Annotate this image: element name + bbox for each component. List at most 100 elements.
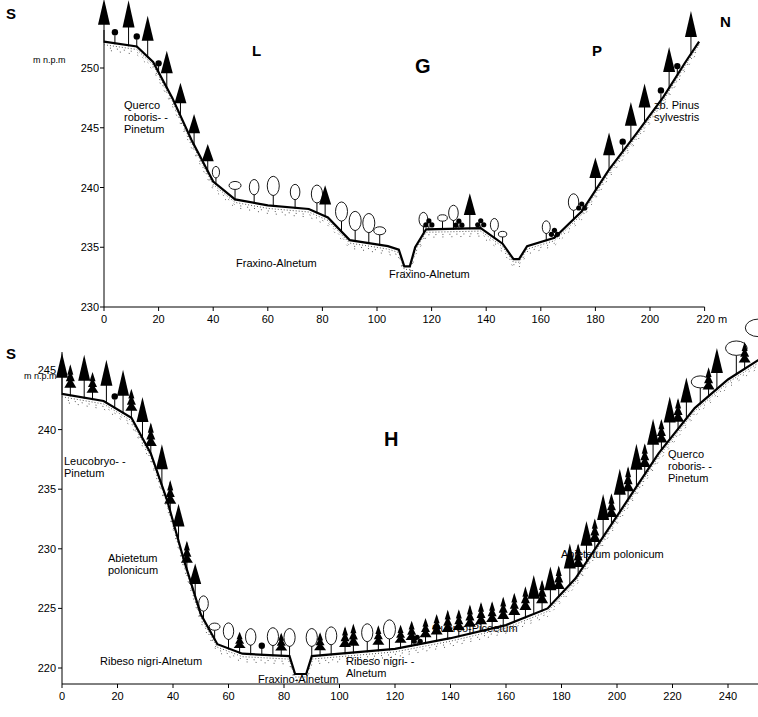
drawing-stroke — [655, 432, 667, 442]
axis-tick-label: 40 — [207, 313, 219, 325]
tree-symbol — [711, 348, 723, 390]
tree-symbol — [199, 596, 209, 620]
drawing-stroke — [212, 166, 219, 178]
tick-mark — [58, 608, 62, 609]
tick-mark — [561, 684, 562, 688]
axis-tick-label: 220 — [38, 662, 56, 674]
drawing-stroke — [306, 629, 317, 647]
axis-tick-label: 60 — [262, 313, 274, 325]
tree-symbol — [542, 221, 550, 241]
drawing-stroke — [605, 507, 617, 517]
ground-line — [104, 42, 699, 267]
drawing-stroke — [87, 384, 99, 393]
tick-mark — [431, 307, 432, 311]
soil-stipple — [104, 45, 699, 270]
panel-letter: P — [592, 43, 602, 60]
tick-mark — [728, 684, 729, 688]
x-axis — [104, 307, 705, 308]
tree-symbol — [745, 319, 758, 361]
tree-symbol — [528, 575, 540, 615]
tick-mark — [395, 684, 396, 688]
tick-mark — [506, 684, 507, 688]
tick-mark — [100, 247, 104, 248]
drawing-stroke — [314, 642, 326, 650]
drawing-stroke — [326, 627, 337, 645]
drawing-stroke — [267, 176, 279, 195]
drawing-stroke — [620, 138, 626, 144]
drawing-stroke — [553, 579, 565, 589]
drawing-stroke — [64, 377, 76, 387]
axis-tick-label: 160 — [532, 313, 550, 325]
panel-letter: L — [252, 43, 261, 60]
axis-tick-label: 235 — [81, 241, 99, 253]
drawing-stroke — [246, 629, 256, 646]
drawing-stroke — [125, 401, 137, 411]
drawing-stroke — [453, 223, 458, 228]
tree-symbol — [123, 0, 135, 46]
tree-symbol — [267, 176, 279, 207]
tree-symbol — [290, 184, 300, 208]
panel-letter: H — [384, 428, 398, 450]
drawing-stroke — [134, 33, 140, 39]
tree-symbol — [362, 624, 373, 653]
tick-mark — [672, 684, 673, 688]
tick-mark — [617, 684, 618, 688]
soil-stipple — [104, 47, 699, 272]
axis-tick-label: 225 — [38, 602, 56, 614]
drawing-stroke — [142, 16, 154, 41]
axis-tick-label: 240 — [719, 690, 737, 702]
drawing-stroke — [374, 227, 386, 235]
drawing-stroke — [486, 613, 498, 622]
tree-symbol — [326, 627, 337, 656]
axis-tick-label: 245 — [81, 122, 99, 134]
axis-tick-label: 60 — [222, 690, 234, 702]
axis-tick-label: 80 — [316, 313, 328, 325]
tree-symbol — [589, 518, 601, 550]
tick-mark — [540, 307, 541, 311]
drawing-stroke — [420, 629, 432, 638]
drawing-stroke — [123, 0, 135, 27]
drawing-stroke — [711, 348, 723, 373]
drawing-stroke — [475, 222, 480, 227]
drawing-stroke — [438, 215, 448, 221]
tree-symbol — [202, 144, 214, 172]
drawing-stroke — [528, 575, 540, 599]
drawing-stroke — [739, 353, 751, 362]
tree-symbol — [229, 181, 241, 200]
tree-symbol — [145, 422, 157, 454]
tick-mark — [100, 187, 104, 188]
tick-mark — [213, 307, 214, 311]
axis-tick-label: 160 — [497, 690, 515, 702]
drawing-stroke — [481, 222, 486, 227]
tick-mark — [62, 684, 63, 688]
community-label: zb. Pinus sylvestris — [654, 99, 716, 123]
drawing-stroke — [362, 624, 373, 642]
axis-tick-label: 140 — [477, 313, 495, 325]
tree-symbol — [449, 205, 459, 229]
drawing-stroke — [229, 181, 241, 189]
tree-symbol — [100, 360, 112, 404]
tree-symbol — [156, 444, 168, 486]
tree-symbol — [464, 193, 476, 229]
community-label: Querco roboris- -Pinetum — [668, 448, 738, 484]
community-label: Ribeso nigri- -Alnetum — [346, 655, 416, 679]
tree-symbol — [419, 212, 428, 234]
drawing-stroke — [429, 222, 434, 227]
panel-letter: S — [6, 6, 16, 23]
drawing-stroke — [174, 83, 186, 104]
drawing-stroke — [161, 51, 173, 74]
tree-symbol — [519, 586, 531, 618]
drawing-stroke — [112, 29, 118, 35]
drawing-stroke — [136, 397, 148, 422]
drawing-stroke — [412, 639, 417, 644]
tree-symbol — [56, 353, 68, 395]
soil-stipple — [62, 361, 758, 677]
tree-symbol — [306, 629, 317, 658]
drawing-stroke — [319, 185, 331, 204]
tree-symbol — [319, 185, 331, 217]
community-label: Ribeso nigri-Alnetum — [100, 655, 202, 667]
ground-line — [62, 358, 758, 674]
tree-symbol — [87, 372, 99, 400]
tree-symbol — [508, 593, 520, 623]
drawing-stroke — [290, 184, 300, 199]
